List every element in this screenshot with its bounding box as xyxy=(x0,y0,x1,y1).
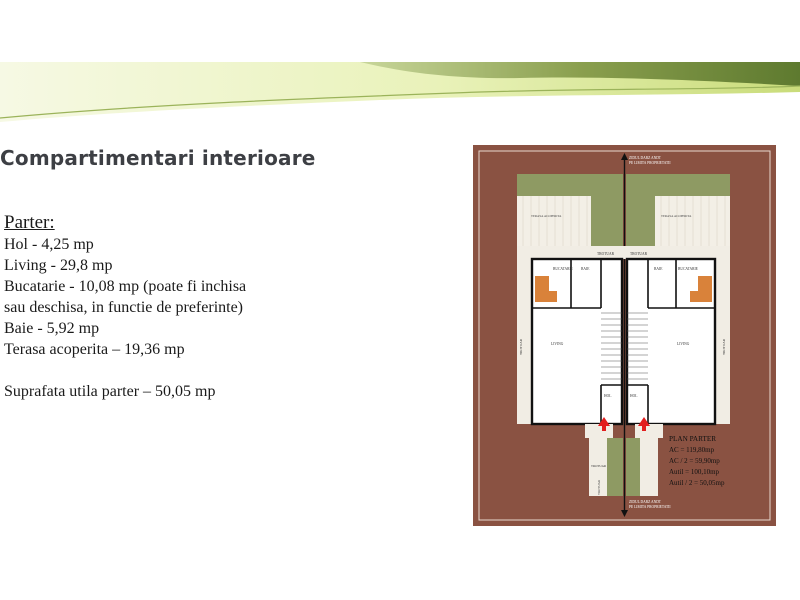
house-left-walls xyxy=(530,257,624,426)
terrace-left xyxy=(517,196,591,246)
kitchen-counter-right xyxy=(698,276,712,302)
room-label-kitchen-right: BUCATARIE xyxy=(678,267,699,271)
kitchen-counter-left-2 xyxy=(549,291,557,302)
room-line: Hol - 4,25 mp xyxy=(4,236,94,253)
rear-yard-left xyxy=(517,174,623,196)
page-title: Compartimentari interioare xyxy=(0,146,316,170)
room-list-text: Parter: Hol - 4,25 mp Living - 29,8 mp B… xyxy=(4,212,314,402)
swoosh-thin-line xyxy=(0,85,800,119)
room-line: Bucatarie - 10,08 mp (poate fi inchisa xyxy=(4,278,247,295)
property-line-arrow-bottom xyxy=(621,510,628,517)
terrace-left-green-strip xyxy=(591,196,623,246)
entrance-arrow-right xyxy=(638,417,650,431)
room-line: Baie - 5,92 mp xyxy=(4,320,100,337)
terrace-label-left: TERASA ACOPERITA xyxy=(531,214,562,218)
room-label-living-right: LIVING xyxy=(677,342,690,346)
front-walkway-label-left: TROTUAR xyxy=(591,464,607,468)
rear-yard-right xyxy=(626,174,730,196)
walkway-side-right xyxy=(715,259,730,424)
room-label-living-left: LIVING xyxy=(551,342,564,346)
room-line: sau deschisa, in functie de preferinte) xyxy=(4,299,244,316)
header-swoosh-banner xyxy=(0,62,800,122)
spacer xyxy=(4,360,314,381)
walkway-front-right xyxy=(635,424,663,438)
property-line-label-top-2: PE LIMITA PROPRIETATII xyxy=(629,161,671,165)
walkway-side-left xyxy=(517,259,532,424)
property-line-label-top: ZIDUL DARZ ANDT xyxy=(629,156,662,160)
plan-frame-inner-border xyxy=(478,150,771,521)
front-garden-right xyxy=(626,438,640,496)
swoosh-dark-band xyxy=(360,62,800,86)
terrace-right xyxy=(655,196,730,246)
house-right-walls xyxy=(625,257,717,426)
section-heading: Parter: xyxy=(4,212,55,233)
plan-legend-line: AC = 119,80mp xyxy=(669,446,715,454)
property-line-label-bottom-2: PE LIMITA PROPRIETATII xyxy=(629,505,671,509)
room-label-hall-left: HOL xyxy=(604,394,611,398)
room-line: Terasa acoperita – 19,36 mp xyxy=(4,341,185,358)
terrace-label-right: TERASA ACOPERITA xyxy=(661,214,692,218)
plan-legend-line: Autil / 2 = 50,05mp xyxy=(669,479,725,487)
walkway-rear xyxy=(517,246,730,259)
front-garden-left xyxy=(607,438,623,496)
walkway-path-right xyxy=(640,438,658,496)
plan-legend-line: Autil = 100,10mp xyxy=(669,468,720,476)
walkway-label-right: TROTUAR xyxy=(630,252,648,256)
terrace-right-green-strip xyxy=(626,196,655,246)
room-line: Living - 29,8 mp xyxy=(4,257,113,274)
property-line-arrow-top xyxy=(621,153,628,160)
floor-plan-drawing: ZIDUL DARZ ANDT PE LIMITA PROPRIETATII Z… xyxy=(473,145,776,526)
walkway-side-label-left: TROTUAR xyxy=(519,338,523,355)
walkway-side-label-right: TROTUAR xyxy=(722,338,726,355)
room-label-kitchen-left: BUCATARIE xyxy=(553,267,574,271)
plan-legend-line: AC / 2 = 59,90mp xyxy=(669,457,720,465)
usable-area-summary: Suprafata utila parter – 50,05 mp xyxy=(4,383,216,400)
room-label-hall-right: HOL xyxy=(630,394,637,398)
walkway-label-left: TROTUAR xyxy=(597,252,615,256)
plan-legend-title: PLAN PARTER xyxy=(669,435,716,443)
kitchen-counter-right-2 xyxy=(690,291,698,302)
room-label-bath-left: BAIE xyxy=(581,267,590,271)
property-line-label-bottom: ZIDUL DARZ ANDT xyxy=(629,500,662,504)
entrance-arrow-left xyxy=(598,417,610,431)
front-walkway-label-right: TROTUAR xyxy=(597,479,601,495)
floor-plan-image: ZIDUL DARZ ANDT PE LIMITA PROPRIETATII Z… xyxy=(473,145,776,526)
walkway-path-left xyxy=(589,438,607,496)
room-label-bath-right: BAIE xyxy=(654,267,663,271)
kitchen-counter-left xyxy=(535,276,549,302)
walkway-front-left xyxy=(585,424,613,438)
